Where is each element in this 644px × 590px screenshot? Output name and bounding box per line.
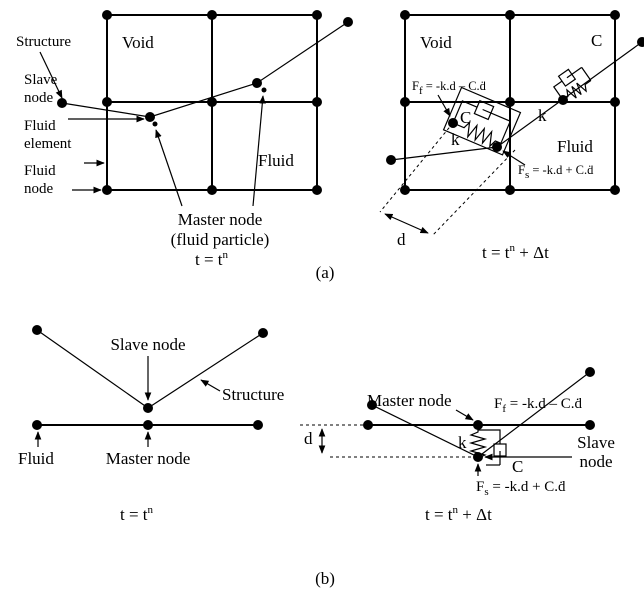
fluid-label: Fluid (258, 151, 294, 170)
fluid-nodes (400, 10, 620, 195)
structure-line (57, 17, 353, 122)
damper-label: C (460, 108, 471, 127)
slave-node-label: Slave (24, 72, 58, 88)
spring-label: k (451, 130, 460, 149)
slave-node (143, 403, 153, 413)
spring-damper (552, 66, 592, 101)
master-node-label: Master node (367, 391, 452, 410)
structure-force-label: Fs = -k.d + C.ḋ (476, 479, 566, 498)
master-node-label: Master node (178, 210, 263, 229)
master-node (143, 420, 153, 430)
fluid-element-label: element (24, 136, 72, 152)
damper (478, 429, 507, 466)
slave-node-label: Slave node (110, 335, 185, 354)
void-label: Void (122, 33, 154, 52)
fluid-node (585, 420, 595, 430)
panel-b-left: Slave node Structure Fluid Master node t… (18, 325, 284, 524)
time-label: t = tn (120, 504, 154, 524)
fluid-node (32, 420, 42, 430)
fluid-nodes (102, 10, 322, 195)
damper-label: C (512, 457, 523, 476)
panel-a-right: Void Fluid k C k C Ff = -k.d – C.ḋ Fs =… (379, 10, 644, 262)
fluid-node (253, 420, 263, 430)
time-label: t = tn + Δt (425, 504, 492, 524)
spring-label: k (458, 433, 467, 452)
slave-node-label: node (579, 452, 612, 471)
slave-node-label: node (24, 90, 54, 106)
structure-label: Structure (16, 34, 71, 50)
panel-b-right: k C d Master node Ff = -k.d – C.ḋ Slave… (300, 367, 615, 524)
spring-label: k (538, 106, 547, 125)
fluid-force-label: Ff = -k.d – C.ḋ (412, 79, 487, 97)
fluid-element-label: Fluid (24, 118, 56, 134)
master-node-dot (261, 87, 267, 93)
slave-node-label: Slave (577, 433, 615, 452)
fluid-particle-label: (fluid particle) (171, 230, 270, 249)
fluid-particle-node (558, 95, 568, 105)
fluid-label: Fluid (557, 137, 593, 156)
spring-damper (442, 86, 522, 156)
time-label: t = tn + Δt (482, 242, 549, 262)
panel-b-caption: (b) (315, 569, 335, 588)
displacement-label: d (397, 230, 406, 249)
fluid-node-label: Fluid (24, 163, 56, 179)
fluid-node-label: node (24, 181, 54, 197)
fluid-force-label: Ff = -k.d – C.ḋ (494, 396, 582, 415)
void-label: Void (420, 33, 452, 52)
fluid-label: Fluid (18, 449, 54, 468)
damper-label: C (591, 31, 602, 50)
fluid-node (363, 420, 373, 430)
structure-force-label: Fs = -k.d + C.ḋ (518, 163, 594, 181)
panel-a-left: Void Fluid Structure Slave node Fluid el… (16, 10, 353, 269)
structure-label: Structure (222, 385, 284, 404)
slave-node (473, 452, 483, 462)
master-node-dot (152, 121, 158, 127)
displacement-label: d (304, 429, 313, 448)
master-node-label: Master node (106, 449, 191, 468)
panel-a-caption: (a) (316, 263, 335, 282)
time-label: t = tn (195, 249, 229, 269)
spring (468, 425, 488, 459)
